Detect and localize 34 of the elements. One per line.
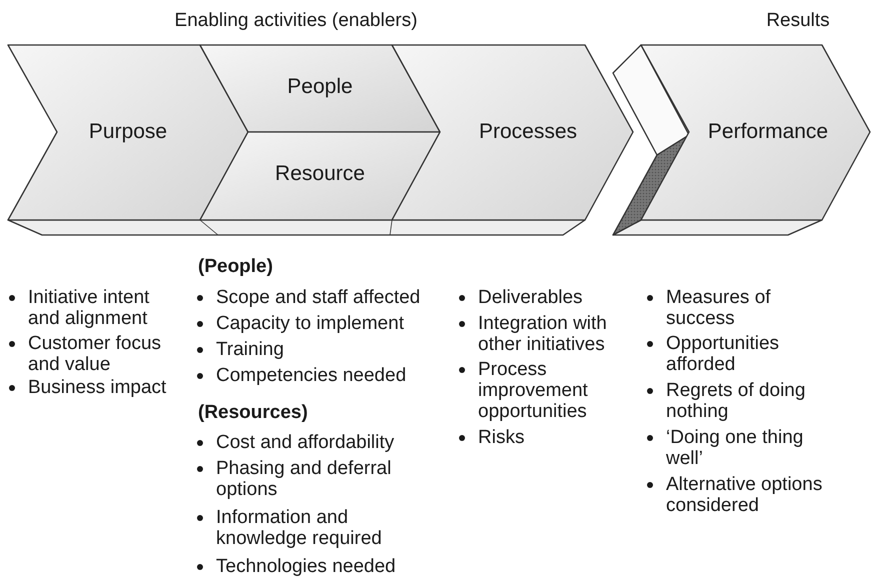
bullet-item: Opportunities afforded: [666, 333, 780, 375]
group-heading: (People): [198, 256, 274, 277]
bullet-item: Process improvement opportunities: [478, 359, 589, 422]
bullet-item: Competencies needed: [216, 365, 408, 386]
bullet-item: Business impact: [28, 377, 168, 398]
group-heading: (Resources): [198, 402, 309, 423]
bullet-item: Scope and staff affected: [216, 287, 422, 308]
bullet-item: Customer focus and value: [28, 333, 162, 375]
chevron-segment: [641, 45, 870, 220]
section-heading: Enabling activities (enablers): [174, 10, 418, 31]
bullet-item: Initiative intent and alignment: [28, 287, 150, 329]
section-heading: Results: [766, 10, 830, 31]
bullet-item: Integration with other initiatives: [478, 313, 608, 355]
bullet-item: Deliverables: [478, 287, 584, 308]
bullet-item: Technologies needed: [216, 556, 397, 577]
bullet-item: Risks: [478, 427, 526, 448]
bullet-item: Measures of success: [666, 287, 772, 329]
node-label: Performance: [708, 120, 828, 144]
bullet-item: Cost and affordability: [216, 432, 396, 453]
bullet-item: Capacity to implement: [216, 313, 405, 334]
bullet-item: ‘Doing one thing well’: [666, 427, 804, 469]
bullet-item: Alternative options considered: [666, 474, 824, 516]
node-label: People: [287, 75, 353, 99]
bullet-item: Training: [216, 339, 285, 360]
bullet-item: Regrets of doing nothing: [666, 380, 806, 422]
node-label: Resource: [275, 162, 365, 186]
chevron-segment: [200, 132, 440, 220]
chevron-segment: [8, 45, 248, 220]
node-label: Purpose: [88, 120, 168, 144]
bullet-item: Phasing and deferral options: [216, 458, 392, 500]
chevron-segment: [392, 45, 633, 220]
node-label: Processes: [478, 120, 578, 144]
bullet-item: Information and knowledge required: [216, 507, 383, 549]
chevron-segment: [200, 45, 440, 132]
